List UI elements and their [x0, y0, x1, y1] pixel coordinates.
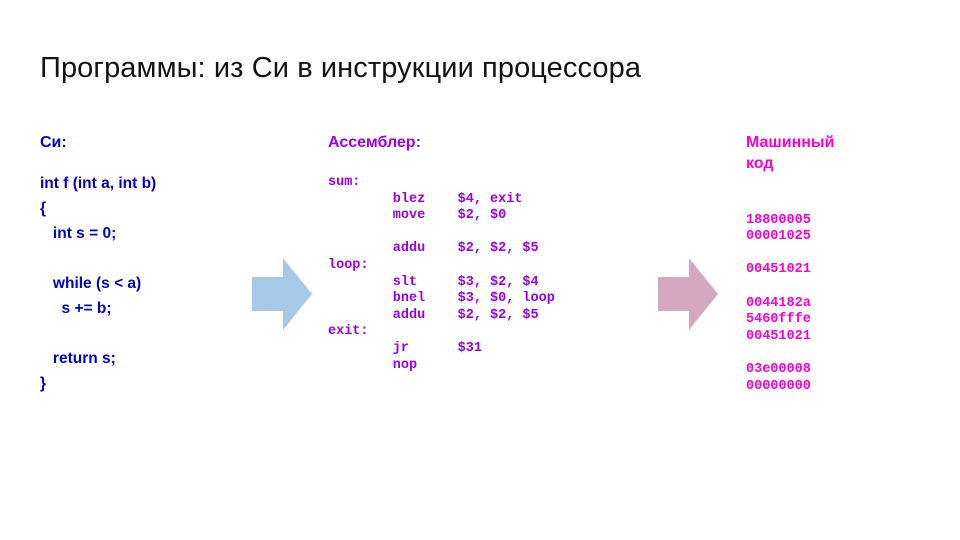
page-title: Программы: из Си в инструкции процессора [40, 52, 642, 84]
c-code-line-blank [40, 246, 250, 271]
assembler-code-line: exit: [328, 324, 369, 340]
machine-code-line: 00451021 [746, 262, 811, 278]
assembler-code-line: addu $2, $2, $5 [328, 241, 539, 257]
arrow-assembler-to-machine-code-icon [658, 258, 718, 335]
c-code-line: int f (int a, int b) [40, 175, 157, 192]
c-code-line: int s = 0; [40, 225, 117, 242]
assembler-code-line: nop [328, 357, 418, 373]
assembler-code-line: addu $2, $2, $5 [328, 307, 539, 323]
c-code-line: s += b; [40, 300, 112, 317]
assembler-code-line: sum: [328, 175, 361, 190]
machine-code-line-blank [746, 279, 946, 296]
assembler-source-code: sum: blez $4, exit move $2, $0 addu $2, … [328, 175, 658, 374]
assembler-code-line: slt $3, $2, $4 [328, 274, 539, 290]
assembler-code-line-blank [328, 225, 658, 242]
assembler-code-line: jr $31 [328, 340, 482, 356]
c-code-column: Си: int f (int a, int b) { int s = 0; whi… [40, 132, 250, 396]
c-code-line: while (s < a) [40, 275, 142, 292]
assembler-code-column: Ассемблер: sum: blez $4, exit move $2, $… [328, 132, 658, 374]
c-code-line: return s; [40, 350, 116, 367]
assembler-code-line: blez $4, exit [328, 191, 523, 207]
machine-code-line: 00451021 [746, 328, 811, 344]
machine-code-line-blank [746, 196, 946, 213]
arrow-c-to-assembler-icon [252, 258, 312, 335]
assembler-code-line: move $2, $0 [328, 208, 507, 224]
c-code-line: } [40, 375, 47, 392]
machine-code-line-blank [746, 246, 946, 263]
machine-code-line: 00000000 [746, 378, 811, 394]
assembler-code-line: bnel $3, $0, loop [328, 291, 555, 307]
c-code-line-blank [40, 321, 250, 346]
assembler-column-heading: Ассемблер: [328, 134, 421, 151]
machine-code-line: 03e00008 [746, 361, 811, 377]
c-column-heading: Си: [40, 134, 67, 151]
assembler-code-line: loop: [328, 257, 369, 273]
machine-code-line: 00001025 [746, 229, 811, 245]
machine-code-line: 0044182a [746, 295, 811, 311]
c-code-line: { [40, 200, 47, 217]
machine-code-line: 5460fffe [746, 312, 811, 328]
machine-code-line: 18800005 [746, 212, 811, 228]
machine-code-line-blank [746, 345, 946, 362]
c-source-code: int f (int a, int b) { int s = 0; while (… [40, 171, 250, 396]
machine-code-column-heading: Машинный код [746, 134, 835, 172]
